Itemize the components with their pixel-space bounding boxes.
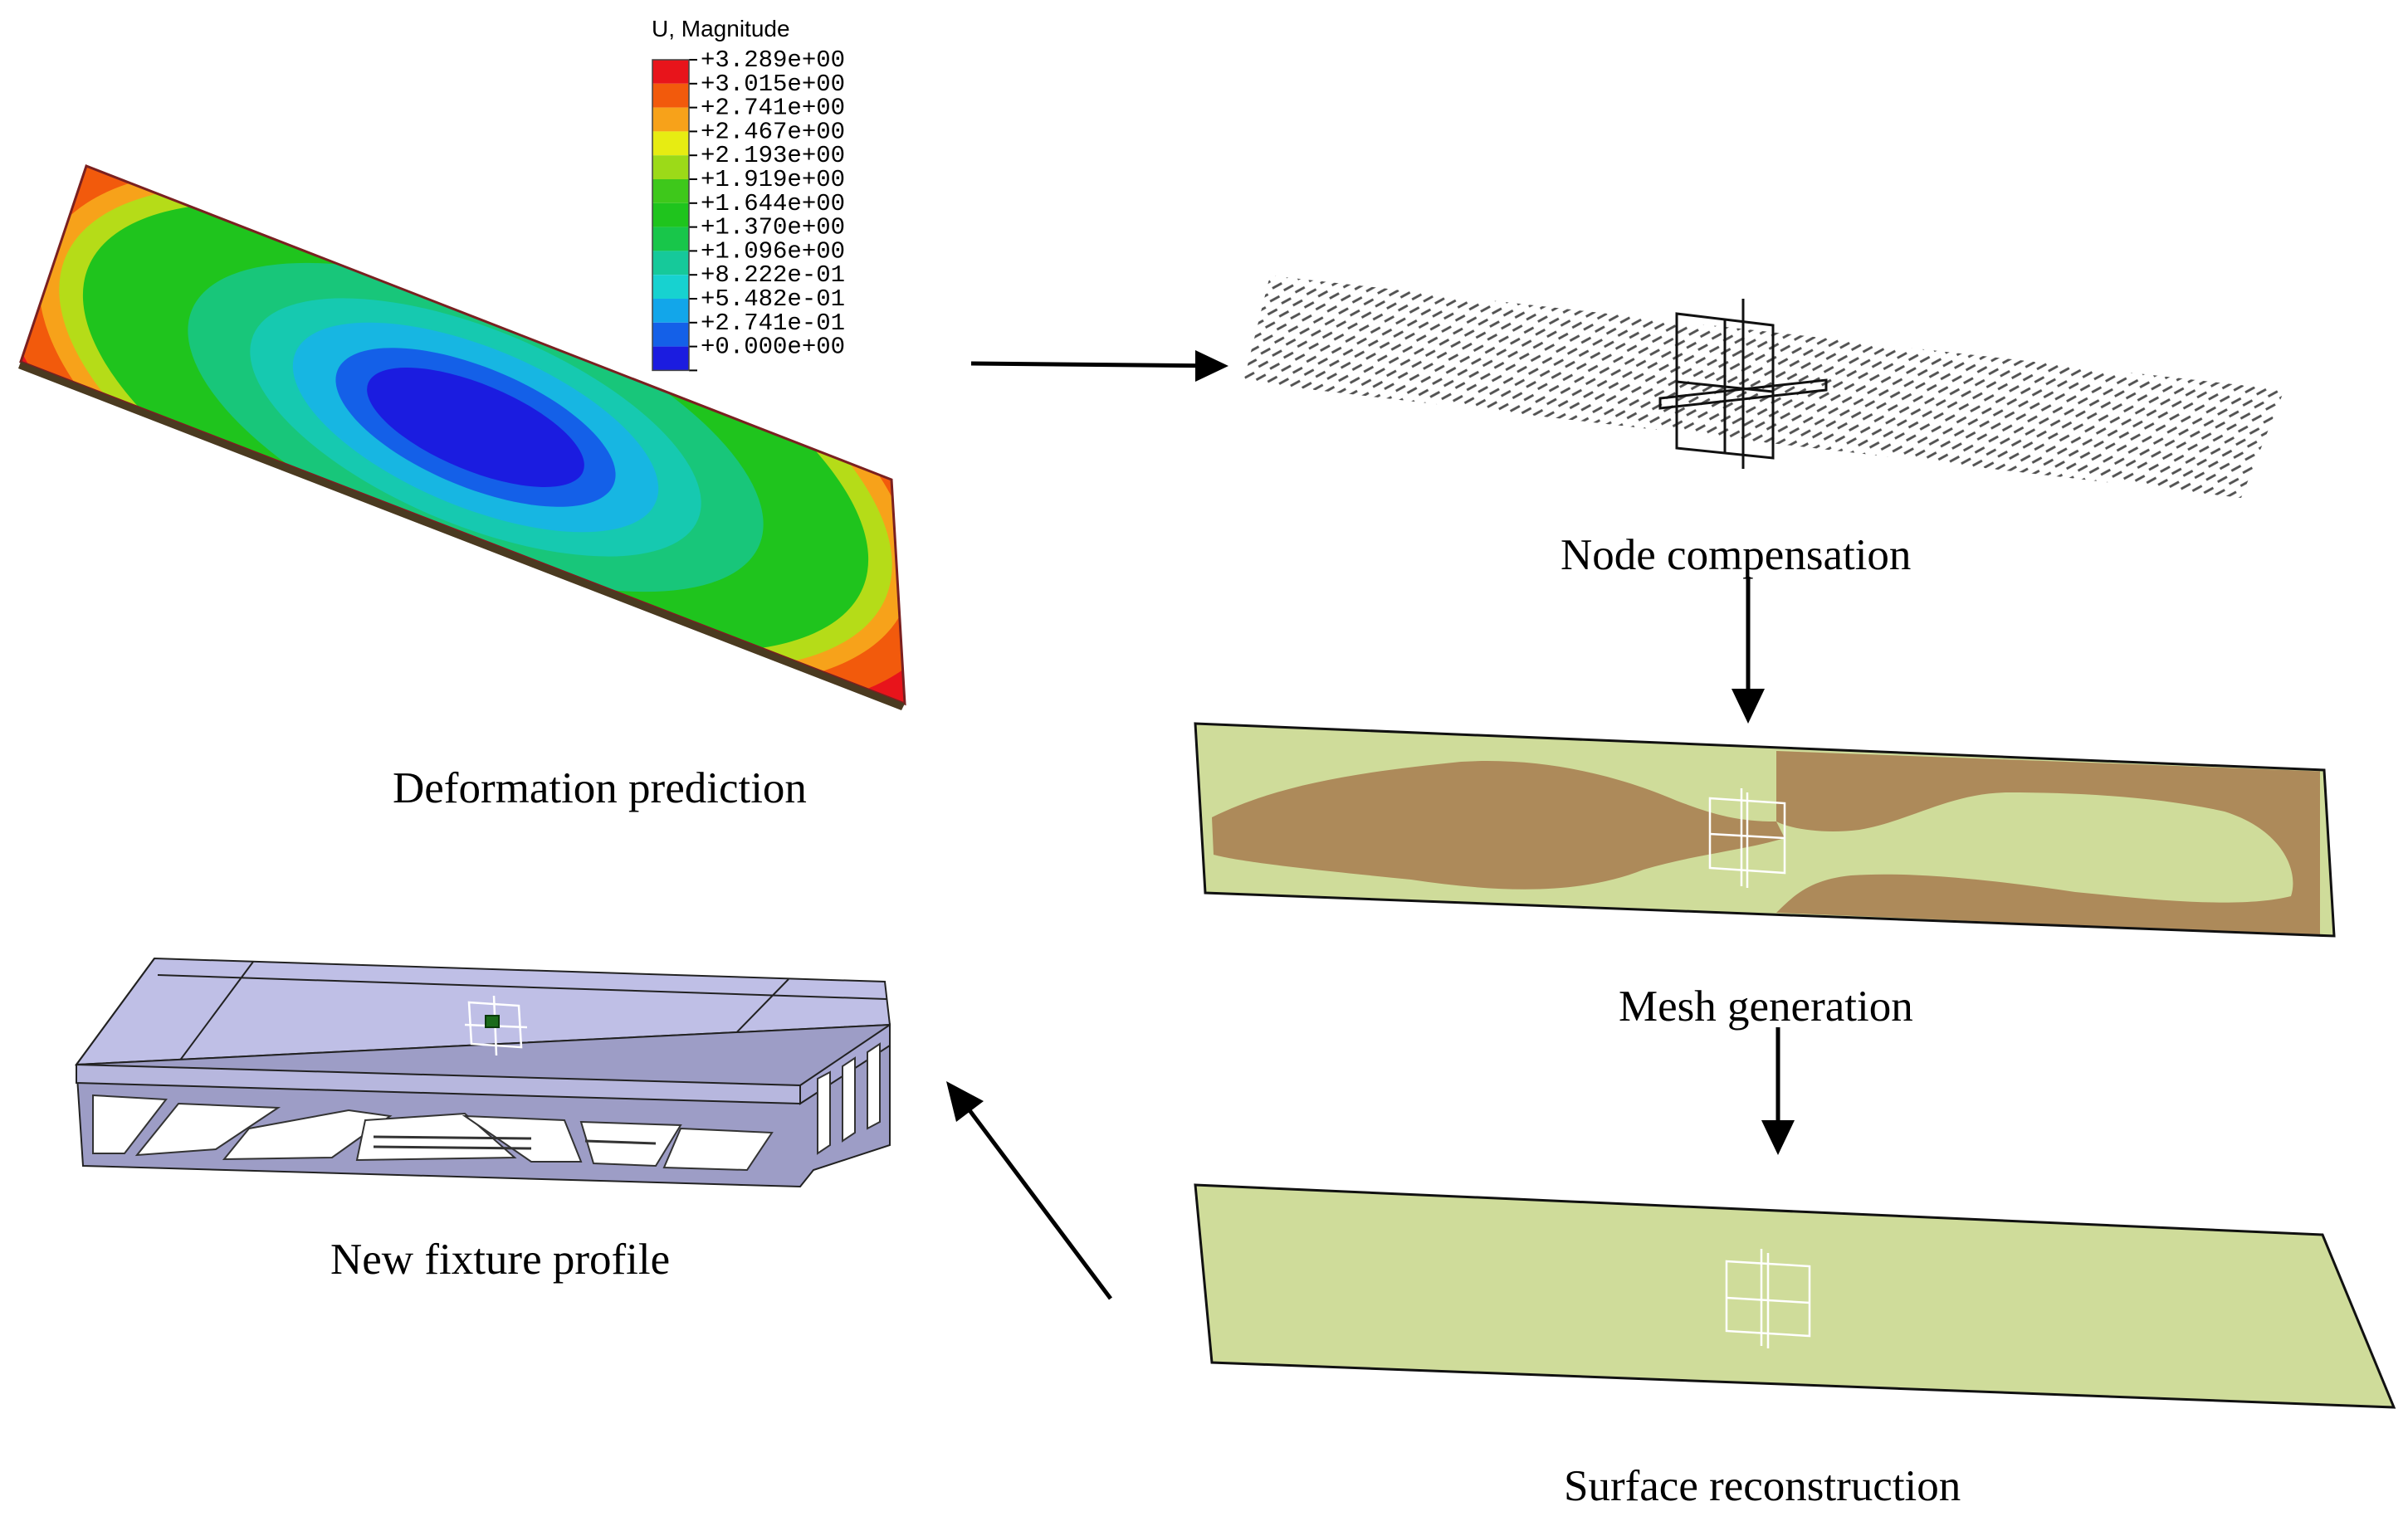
legend-swatch (652, 299, 689, 323)
legend-label: +1.096e+00 (701, 237, 845, 265)
legend-entries: +3.289e+00+3.015e+00+2.741e+00+2.467e+00… (652, 46, 845, 372)
caption-mesh-generation: Mesh generation (1619, 982, 1913, 1031)
legend-title: U, Magnitude (652, 16, 790, 41)
legend-label: +1.370e+00 (701, 214, 845, 241)
caption-node-compensation: Node compensation (1561, 531, 1911, 579)
mesh-plate (1194, 722, 2336, 938)
legend-label: +1.644e+00 (701, 190, 845, 217)
fixture-model (74, 957, 891, 1188)
surface-plate (1194, 1183, 2396, 1409)
legend-label: +2.741e-01 (701, 310, 845, 337)
legend-swatch (652, 251, 689, 275)
node-cloud (1243, 275, 2284, 498)
legend-swatch (652, 155, 689, 179)
legend-label: +2.193e+00 (701, 142, 845, 169)
caption-new-fixture-profile: New fixture profile (330, 1236, 670, 1284)
legend-swatch (652, 202, 689, 227)
coordinate-frame-icon (1708, 788, 1786, 888)
legend-label: +3.289e+00 (701, 46, 845, 74)
legend-label: +8.222e-01 (701, 261, 845, 289)
legend-swatch (652, 275, 689, 299)
legend-swatch (652, 131, 689, 156)
flow-arrows (946, 350, 1795, 1300)
legend-swatch (652, 83, 689, 108)
legend-swatch (652, 322, 689, 347)
legend-label: +3.015e+00 (701, 71, 845, 98)
color-legend: U, Magnitude +3.289e+00+3.015e+00+2.741e… (652, 16, 845, 372)
deformation-contour-plot (18, 164, 906, 710)
legend-swatch (652, 227, 689, 251)
coordinate-frame-icon (464, 995, 528, 1056)
legend-label: +2.467e+00 (701, 118, 845, 145)
caption-deformation-prediction: Deformation prediction (393, 764, 807, 812)
caption-surface-reconstruction: Surface reconstruction (1564, 1462, 1961, 1510)
legend-swatch (652, 346, 689, 371)
legend-swatch (652, 179, 689, 203)
legend-label: +5.482e-01 (701, 285, 845, 313)
coordinate-frame-icon (1658, 299, 1828, 469)
legend-label: +2.741e+00 (701, 95, 845, 122)
arrow-to-new-fixture-profile (962, 1102, 1113, 1300)
legend-label: +1.919e+00 (701, 166, 845, 193)
arrow-to-node-compensation (970, 361, 1225, 368)
legend-border (652, 59, 690, 372)
legend-label: +0.000e+00 (701, 334, 845, 361)
legend-swatch (652, 107, 689, 132)
coordinate-frame-icon (1725, 1249, 1811, 1348)
legend-swatch (652, 60, 689, 84)
